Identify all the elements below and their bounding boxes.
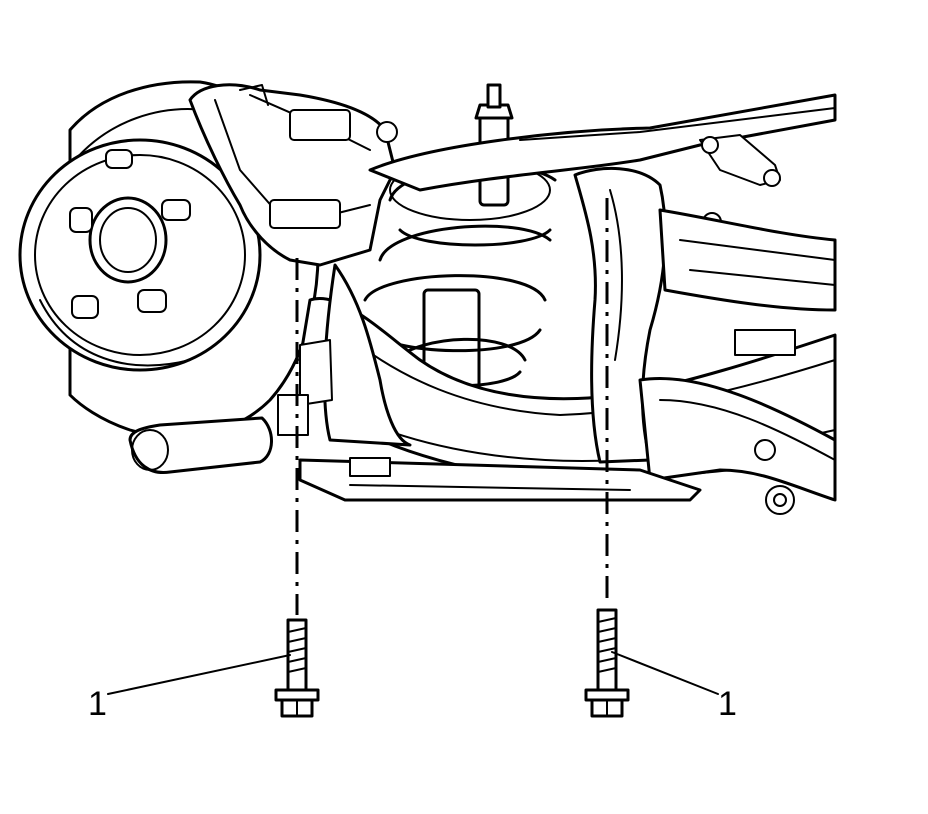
right-frame-detail [658, 208, 837, 356]
left-bolt [274, 618, 320, 718]
knuckle-caliper [188, 83, 398, 267]
wheel-studs [69, 149, 191, 319]
right-callout-leader [611, 651, 719, 695]
left-callout-leader [107, 654, 291, 695]
rear-frame [277, 93, 837, 515]
hub-center-bore [88, 196, 168, 284]
axle-tube [128, 416, 273, 475]
right-bolt [584, 608, 630, 718]
installation-guide-lines [295, 198, 609, 615]
right-bolt-callout-label: 1 [718, 685, 737, 723]
left-bolt-callout-label: 1 [88, 685, 107, 723]
